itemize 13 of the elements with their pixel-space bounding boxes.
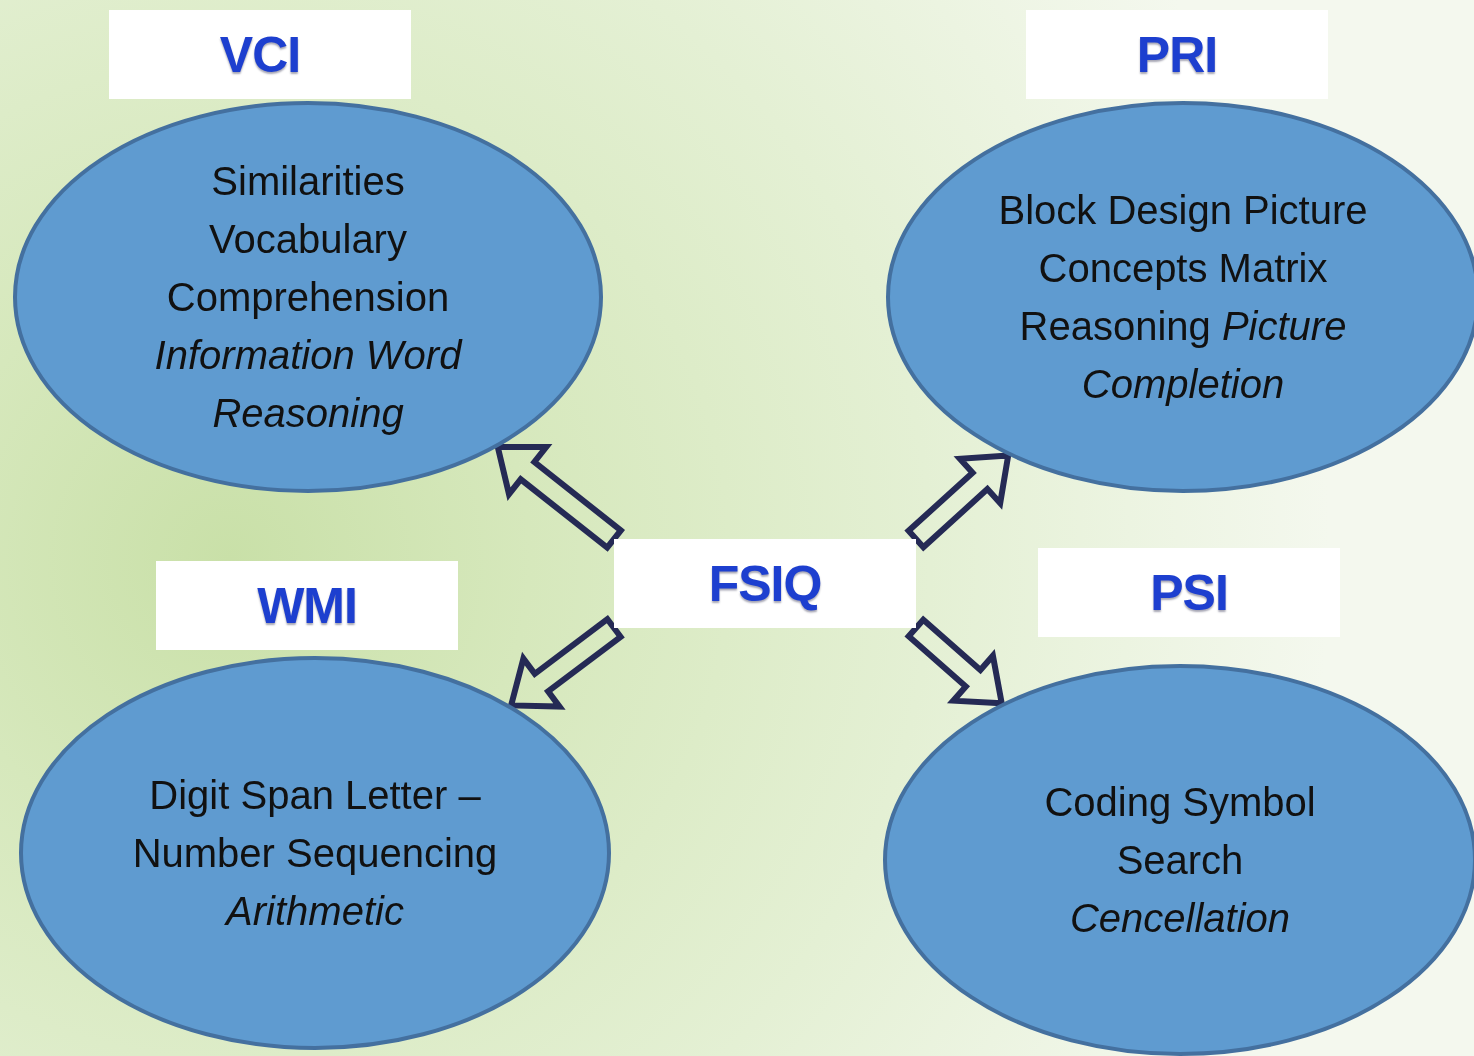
- heading-label: WMI: [156, 561, 458, 650]
- block-arrow: [904, 615, 1006, 707]
- block-arrow: [494, 444, 625, 552]
- subtest-list: Digit Span Letter – Number Sequencing Arithmetic: [120, 766, 510, 940]
- heading-label: PSI: [1038, 548, 1340, 637]
- subtest-list: Similarities Vocabulary Comprehension Information Word Reasoning: [118, 152, 498, 442]
- heading-label: VCI: [109, 10, 411, 99]
- heading-label: FSIQ: [614, 539, 916, 628]
- subtest-list: Coding Symbol Search Cencellation: [1015, 773, 1345, 947]
- heading-label: PRI: [1026, 10, 1328, 99]
- block-arrow: [904, 452, 1012, 552]
- subtest-list: Block Design Picture Concepts Matrix Reasoning Picture Completion: [988, 181, 1378, 413]
- block-arrow: [507, 615, 625, 710]
